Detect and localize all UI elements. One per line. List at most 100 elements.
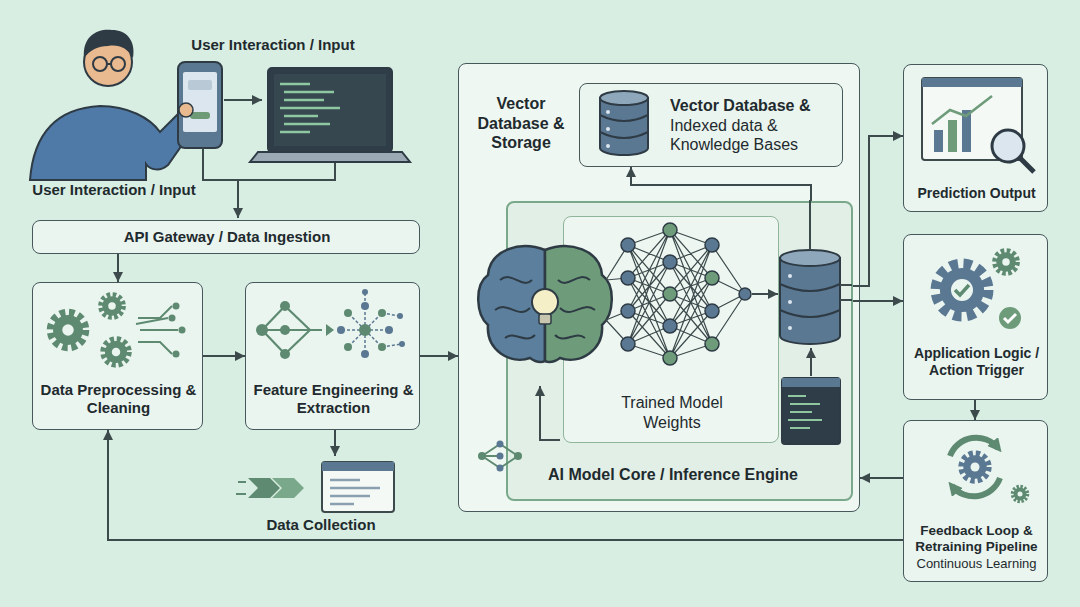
chart-icon	[922, 78, 1022, 160]
text-group: Vector Database &Indexed data & Knowledg…	[670, 96, 840, 155]
small-network-icon	[478, 452, 486, 460]
preprocessing-icon	[136, 306, 178, 354]
preprocessing-icon	[173, 351, 180, 358]
laptop-icon	[280, 84, 340, 132]
feedback-icon	[950, 438, 1028, 502]
chart-icon	[934, 130, 943, 152]
phone-icon	[188, 80, 212, 90]
feature-icon	[361, 302, 369, 310]
feature-icon	[280, 349, 290, 359]
process-box: Feature Engineering & Extraction	[245, 282, 420, 430]
brain-icon	[545, 246, 612, 362]
flow-arrow	[203, 355, 245, 357]
feature-icon	[378, 343, 386, 351]
chart-icon	[922, 78, 1022, 87]
logic-icon	[937, 251, 1023, 330]
node-title: API Gateway / Data Ingestion	[33, 228, 421, 246]
feature-icon	[341, 292, 402, 354]
neural-network-icon	[621, 271, 635, 285]
chart-icon	[962, 110, 971, 152]
feedback-icon	[1013, 487, 1028, 502]
neural-network-icon	[663, 223, 677, 237]
preprocessing-icon	[169, 315, 176, 322]
brain-icon	[539, 314, 551, 324]
feature-icon	[280, 301, 290, 311]
weights-box: Trained Model Weights	[563, 216, 779, 443]
system-container: Vector Database & Storage Vector Database…	[458, 63, 860, 512]
flow-arrow	[974, 400, 976, 420]
node-subtitle: Continuous Learning	[905, 556, 1048, 572]
node-title: Data Preprocessing & Cleaning	[33, 381, 204, 418]
neural-network-icon	[606, 223, 778, 365]
node-title: Feature Engineering & Extraction	[246, 381, 421, 418]
loop-arrow	[540, 386, 560, 440]
input-arrow	[203, 148, 238, 218]
feedback-icon	[952, 478, 1000, 496]
flow-arrow	[860, 477, 903, 479]
vector-db-icon	[606, 127, 610, 131]
node-title: Feedback Loop & Retraining Pipeline	[905, 523, 1048, 556]
database-cylinder	[788, 274, 792, 278]
preprocessing-icon	[51, 313, 86, 348]
neural-network-icon	[705, 304, 719, 318]
logic-icon	[1004, 314, 1016, 322]
chart-icon	[932, 96, 992, 124]
chart-icon	[948, 120, 957, 152]
person-illustration	[84, 30, 134, 58]
data-store: Data Collection	[236, 456, 406, 536]
person-illustration	[30, 30, 198, 180]
text-group: API Gateway / Data Ingestion	[33, 228, 421, 246]
preprocessing-icon	[179, 327, 186, 334]
text-group: AI Model Core / Inference Engine	[548, 465, 848, 485]
small-network-icon	[478, 441, 522, 472]
node-title: Vector Database & Storage	[467, 94, 575, 153]
node-title: Application Logic / Action Trigger	[905, 345, 1048, 379]
brain-icon	[478, 246, 612, 362]
chart-icon	[992, 130, 1024, 162]
logic-icon	[998, 306, 1022, 330]
neural-network-icon	[621, 304, 635, 318]
flow-arrow	[117, 254, 119, 282]
vector-db-icon	[606, 110, 610, 114]
flow-arrow	[108, 430, 903, 540]
input-arrow	[224, 99, 262, 101]
data-collection-icon	[322, 462, 394, 512]
small-network-icon	[514, 452, 522, 460]
section-label: User Interaction / Input	[14, 181, 214, 199]
chart-icon	[1019, 157, 1034, 172]
output-box: Prediction Output	[903, 64, 1048, 212]
vector-db-icon	[600, 115, 648, 138]
preprocessing-icon	[103, 339, 129, 365]
database-cylinder	[810, 200, 852, 300]
database-cylinder	[780, 284, 840, 317]
input-arrow	[203, 100, 335, 218]
terminal-icon	[782, 348, 840, 444]
text-group: Data Preprocessing & Cleaning	[33, 381, 204, 418]
node-title: Prediction Output	[904, 185, 1049, 202]
preprocessing-icon	[173, 303, 180, 310]
feature-icon	[399, 341, 405, 347]
section-label: User Interaction / Input	[168, 36, 378, 54]
phone-icon	[178, 62, 222, 148]
text-group: Feedback Loop & Retraining PipelineConti…	[905, 523, 1048, 572]
node-title: Vector Database &	[670, 96, 840, 116]
neural-network-icon	[670, 230, 712, 358]
person-hand	[179, 103, 193, 117]
text-group: Feature Engineering & Extraction	[246, 381, 421, 418]
flow-arrow	[853, 136, 903, 286]
gateway-box: API Gateway / Data Ingestion	[32, 220, 420, 254]
person-illustration	[84, 38, 132, 86]
brain-icon	[532, 289, 558, 315]
phone-icon	[190, 112, 210, 119]
phone-icon	[183, 72, 217, 132]
feature-icon	[359, 324, 371, 336]
neural-network-icon	[663, 287, 677, 301]
terminal-icon	[782, 378, 840, 387]
person-illustration	[93, 57, 107, 71]
input-arrow	[238, 163, 335, 180]
feature-icon	[280, 325, 290, 335]
data-collection-icon	[272, 478, 304, 498]
person-illustration	[111, 57, 125, 71]
database-cylinder	[780, 250, 840, 266]
neural-network-icon	[663, 351, 677, 365]
